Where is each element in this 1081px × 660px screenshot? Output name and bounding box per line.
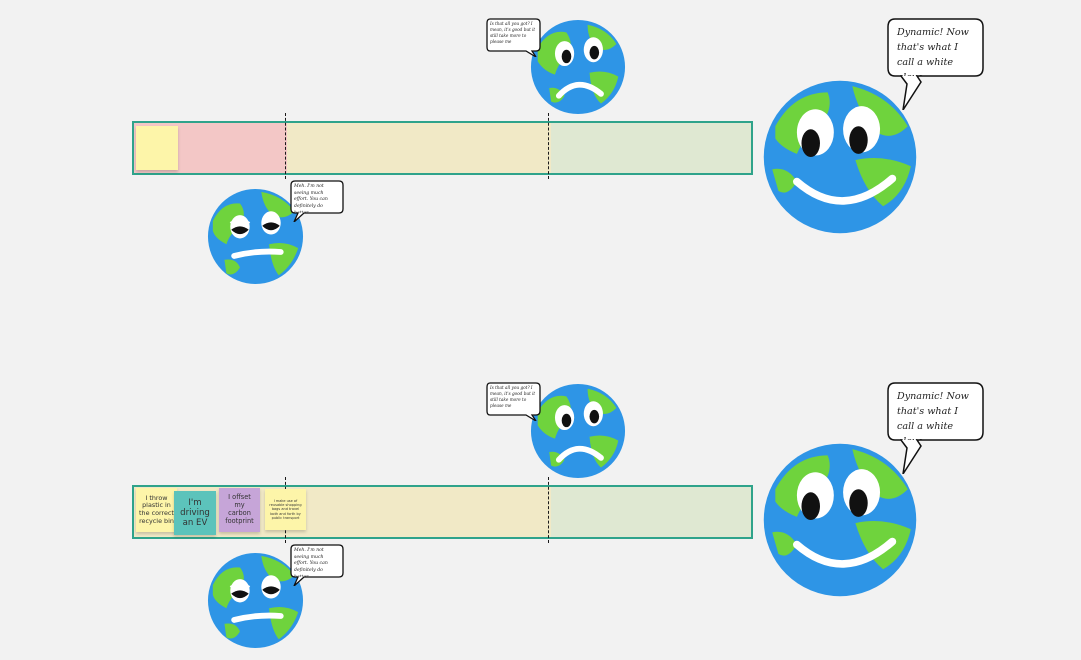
sticky-note-text: I offset my carbon footprint <box>225 493 254 525</box>
sad-earth-icon[interactable] <box>530 19 626 115</box>
speech-text-meh: Meh. I'm not seeing much effort. You can… <box>294 184 328 213</box>
speech-bubble-sad: Is that all you got? I mean, it's good b… <box>486 17 542 57</box>
sticky-note[interactable] <box>136 126 178 170</box>
sticky-note[interactable]: I throw plastic in the correct recycle b… <box>136 488 177 532</box>
speech-text-sad: Is that all you got? I mean, it's good b… <box>490 385 536 409</box>
speech-bubble-happy: Dynamic! Now that's what I call a white … <box>887 382 985 474</box>
effort-meter-top <box>132 121 753 175</box>
speech-bubble-meh: Meh. I'm not seeing much effort. You can… <box>290 544 344 586</box>
threshold-line-high-top <box>548 113 549 179</box>
happy-earth-icon[interactable] <box>763 80 917 234</box>
speech-text-sad: Is that all you got? I mean, it's good b… <box>490 21 536 45</box>
neutral-earth-icon[interactable] <box>207 188 304 285</box>
speech-text-meh: Meh. I'm not seeing much effort. You can… <box>294 548 328 577</box>
sticky-note-text: I'm driving an EV <box>180 497 210 529</box>
sticky-note[interactable]: I offset my carbon footprint <box>219 488 260 532</box>
speech-text-happy: Dynamic! Now that's what I call a white … <box>897 27 969 76</box>
speech-bubble-happy: Dynamic! Now that's what I call a white … <box>887 18 985 110</box>
meter-zone-high <box>551 123 751 173</box>
speech-text-happy: Dynamic! Now that's what I call a white … <box>897 391 969 440</box>
meter-zone-high <box>551 487 751 537</box>
sticky-note-text: I throw plastic in the correct recycle b… <box>139 493 174 525</box>
neutral-earth-icon[interactable] <box>207 552 304 649</box>
sad-earth-icon[interactable] <box>530 383 626 479</box>
threshold-line-high-bottom <box>548 477 549 543</box>
sticky-note[interactable]: I make use of reusable shopping bags and… <box>265 489 306 530</box>
threshold-line-low-top <box>285 113 286 179</box>
speech-bubble-meh: Meh. I'm not seeing much effort. You can… <box>290 180 344 222</box>
sticky-note[interactable]: I'm driving an EV <box>174 491 216 535</box>
sticky-note-text: I make use of reusable shopping bags and… <box>269 499 302 520</box>
speech-bubble-sad: Is that all you got? I mean, it's good b… <box>486 381 542 421</box>
meter-zone-mid <box>287 123 551 173</box>
happy-earth-icon[interactable] <box>763 443 917 597</box>
